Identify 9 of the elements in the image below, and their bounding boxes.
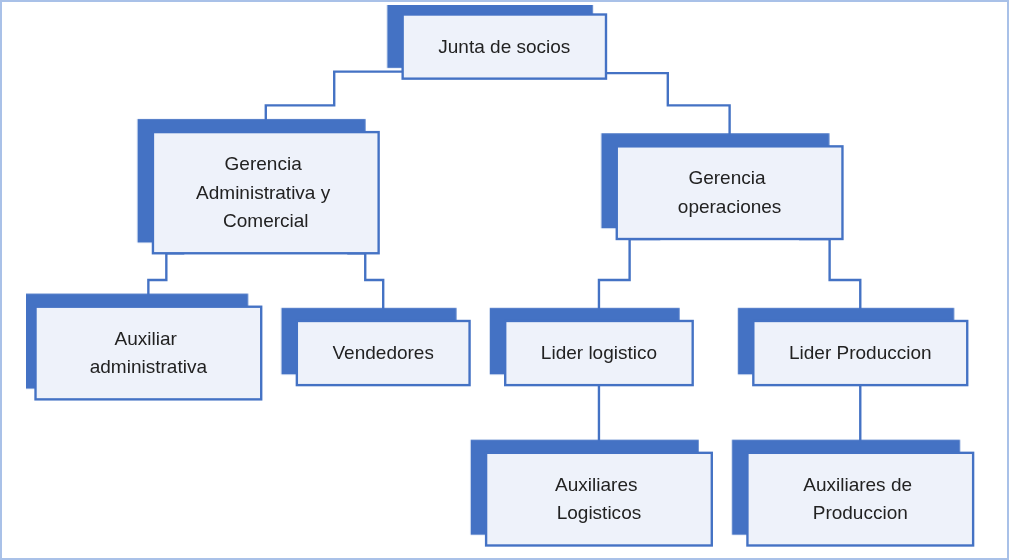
node-box: Gerencia Administrativa y Comercial bbox=[151, 130, 380, 255]
node-box: Lider Produccion bbox=[752, 319, 969, 387]
node-box: Auxiliares de Produccion bbox=[746, 451, 975, 547]
node-box: Gerencia operaciones bbox=[615, 145, 844, 241]
node-box: Auxiliares Logisticos bbox=[485, 451, 714, 547]
node-box: Auxiliar administrativa bbox=[34, 305, 263, 401]
node-box: Junta de socios bbox=[401, 13, 608, 80]
node-box: Vendedores bbox=[295, 319, 471, 387]
node-box: Lider logistico bbox=[504, 319, 695, 387]
